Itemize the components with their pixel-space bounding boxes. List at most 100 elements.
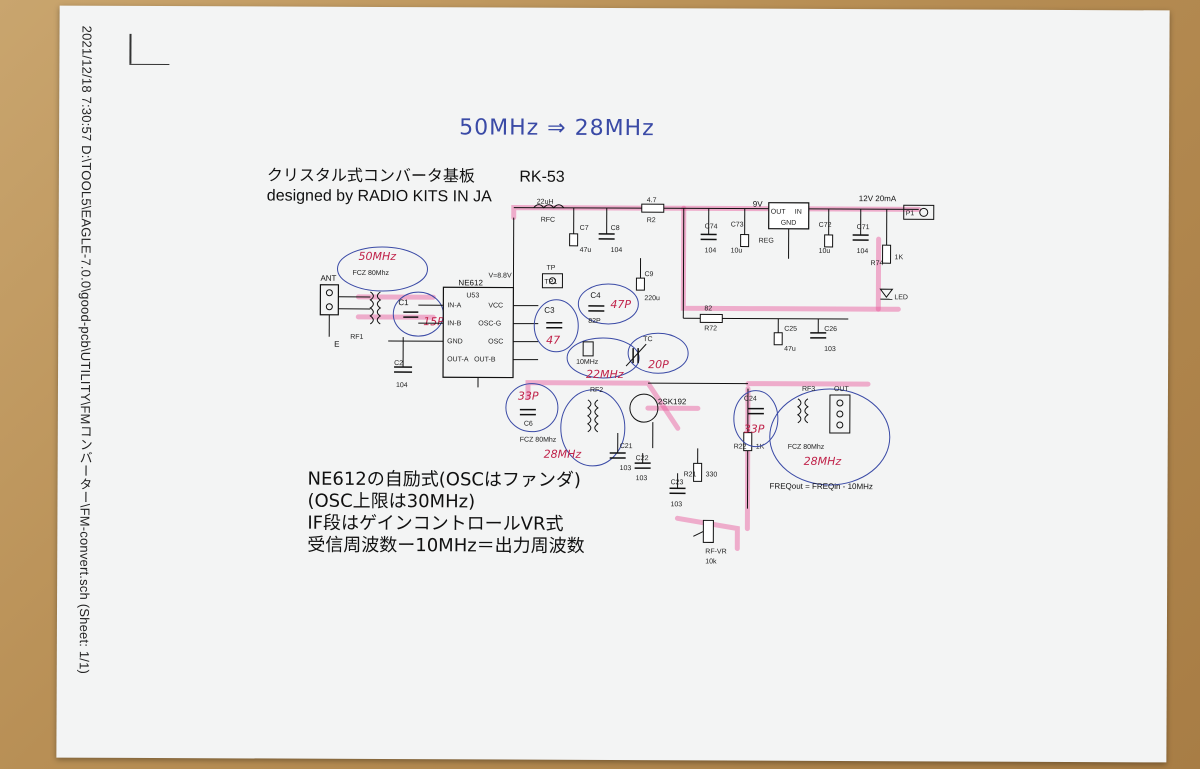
- c4-label: C4: [590, 291, 601, 300]
- crystal-group: 10MHz 22MHz TC 20P: [566, 332, 689, 381]
- rf2-label: RF2: [590, 387, 603, 394]
- pin-label: GND: [447, 338, 463, 345]
- ant-label: ANT: [320, 274, 336, 283]
- ic-name: NE612: [458, 278, 483, 287]
- schematic-paper: 2021/12/18 7:30:57 D:\TOOL5\EAGLE-7.0.0\…: [56, 5, 1170, 763]
- rf3-fcz-label: FCZ 80Mhz: [788, 444, 825, 451]
- c21-label: C21: [620, 443, 633, 450]
- rf1-label: RF1: [350, 334, 363, 341]
- fet-2sk192: 2SK192 C22 103 C23 103 R21 330 RF-VR 10k: [629, 382, 749, 565]
- c9-value: 220u: [644, 295, 660, 302]
- c7-label: C7: [580, 225, 589, 232]
- r21-label: R21: [684, 471, 697, 478]
- pin-label: OUT-B: [474, 356, 496, 363]
- schematic-diagram: ANT E 50MHz FCZ 80Mhz RF1 C1 15P: [319, 194, 935, 565]
- ant-connector: ANT E: [319, 274, 340, 349]
- rf3-section: R22 1K C24 33P RF3 FCZ 80Mhz 28MHz OUT: [733, 386, 891, 509]
- rf1-coil: 50MHz FCZ 80Mhz RF1: [336, 246, 428, 341]
- r74-label: R74: [871, 260, 884, 267]
- regulator-section: C74 104 C73 10u 9V OUT IN GND REG C72 10…: [700, 194, 935, 301]
- c26-label: C26: [824, 326, 837, 333]
- hand-note-47: 47: [546, 334, 560, 347]
- hand-note-28mhz-b: 28MHz: [804, 455, 842, 468]
- c72-value: 10u: [819, 248, 831, 255]
- hand-note-28mhz-a: 28MHz: [544, 448, 582, 461]
- r72-label: R72: [704, 325, 717, 332]
- hand-note-47p: 47P: [610, 298, 631, 311]
- tp-label: TP: [546, 265, 555, 272]
- c7-value: 47u: [580, 247, 592, 254]
- c6-label: C6: [524, 421, 533, 428]
- reg-in-pin: IN: [795, 209, 802, 216]
- hand-note-22mhz: 22MHz: [586, 368, 624, 381]
- c2-value: 104: [396, 382, 408, 389]
- rfc-label: RFC: [541, 217, 555, 224]
- r21-value: 330: [706, 471, 718, 478]
- c25-value: 47u: [784, 346, 796, 353]
- c3-label: C3: [544, 306, 555, 315]
- c24-label: C24: [744, 396, 757, 403]
- led-label: LED: [894, 294, 908, 301]
- rf1-fcz-label: FCZ 80Mhz: [352, 270, 389, 277]
- pin-label: IN-A: [447, 302, 461, 309]
- c73-label: C73: [731, 222, 744, 229]
- highlight-traces: [355, 205, 922, 552]
- ne612-ic: NE612 U53 IN-A IN-B GND OUT-A OUT-B VCC …: [388, 272, 539, 388]
- hand-note-20p: 20P: [648, 358, 669, 371]
- rf2-section: 33P C6 RF2 FCZ 80Mhz 28MHz C21 103: [505, 383, 633, 472]
- capacitor-c2: C2 104: [394, 337, 413, 389]
- reg-out-pin: OUT: [771, 209, 787, 216]
- c72-label: C72: [819, 222, 832, 229]
- r2-value: 4.7: [647, 197, 657, 204]
- c2-label: C2: [394, 360, 403, 367]
- pin-label: VCC: [488, 302, 503, 309]
- out-label: OUT: [834, 386, 850, 393]
- c73-value: 10u: [731, 248, 743, 255]
- c22-value: 103: [636, 475, 648, 482]
- reg-label: REG: [759, 238, 774, 245]
- crystal-label: 10MHz: [576, 359, 599, 366]
- c8-value: 104: [611, 247, 623, 254]
- r22-label: R22: [734, 444, 747, 451]
- hand-note-50mhz: 50MHz: [359, 250, 397, 263]
- c74-value: 104: [705, 247, 717, 254]
- ground-label: E: [334, 340, 339, 349]
- c8-label: C8: [611, 225, 620, 232]
- pin-label: IN-B: [447, 320, 461, 327]
- fet-label: 2SK192: [658, 397, 687, 406]
- frequency-formula: FREQout = FREQin - 10MHz: [770, 482, 873, 491]
- c23-value: 103: [670, 501, 682, 508]
- c71-value: 104: [857, 248, 869, 255]
- mid-rail: 82 R72 C25 47u C26 103: [682, 208, 849, 353]
- hand-note-33p: 33P: [518, 390, 539, 403]
- pin-label: OSC: [488, 338, 503, 345]
- c26-value: 103: [824, 346, 836, 353]
- c1-label: C1: [398, 298, 409, 307]
- r72-value: 82: [704, 305, 712, 312]
- c74-label: C74: [705, 223, 718, 230]
- oscillator-caps: C3 47 C4 82P 47P: [533, 283, 639, 353]
- tp1-label: TP1: [544, 279, 557, 286]
- reg-gnd-pin: GND: [781, 220, 797, 227]
- c4-value: 82P: [588, 318, 601, 325]
- rf2-fcz-label: FCZ 80Mhz: [520, 437, 557, 444]
- supply-label: 12V 20mA: [859, 194, 897, 203]
- tc-label: TC: [643, 336, 652, 343]
- c71-label: C71: [857, 224, 870, 231]
- c23-label: C23: [671, 479, 684, 486]
- pin-label: OSC-G: [478, 320, 501, 327]
- r74-value: 1K: [895, 254, 904, 261]
- ic-ref: U53: [466, 292, 479, 299]
- c9-label: C9: [644, 271, 653, 278]
- top-rail: 22uH RFC C7 47u C8 104 C9 220u 4.7 R2: [512, 197, 919, 302]
- c21-value: 103: [620, 465, 632, 472]
- hand-note-15p: 15P: [423, 315, 444, 328]
- rfc-value: 22uH: [537, 199, 554, 206]
- r22-value: 1K: [756, 444, 765, 451]
- hand-note-33p-b: 33P: [744, 423, 765, 436]
- rf3-label: RF3: [802, 386, 815, 393]
- test-point: TP TP1: [541, 265, 563, 289]
- rfvr-value: 10k: [705, 558, 717, 565]
- c25-label: C25: [784, 326, 797, 333]
- c22-label: C22: [636, 455, 649, 462]
